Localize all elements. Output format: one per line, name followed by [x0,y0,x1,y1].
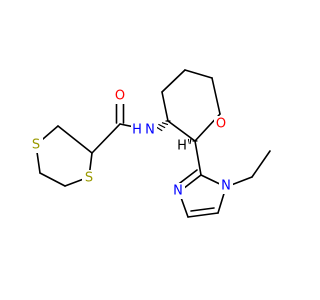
atom-n-imidazole-ring: N [171,183,185,199]
bond-ethyl-ch2-ch3 [251,150,271,178]
atom-n-amide-label: N [145,123,155,138]
bond-lines [35,69,271,218]
bond-thp-c5-c6 [184,69,213,79]
atom-h-stereo-label: H [177,139,187,154]
atom-s-bottom: S [82,170,96,186]
bond-im-c4-c5-a [187,212,219,218]
bond-thp-c6-o1 [211,77,221,115]
atom-n-imidazole-ethyl: N [219,178,233,194]
atom-o-ring: O [214,116,228,132]
molecule-structure: S S O H N O H N N [29,69,271,218]
atom-s-top-label: S [32,138,40,153]
atom-labels: S S O H N O H N N [29,88,233,199]
atom-h-amide-label: H [132,123,142,138]
atom-o-ring-label: O [216,117,226,132]
bond-thp-c2-c3 [167,120,196,142]
bond-c2-imidazole [194,140,202,176]
hashed-wedge-c3-n [154,120,171,132]
atom-n-imidazole-ethyl-label: N [221,179,231,194]
atom-n-imidazole-ring-label: N [173,184,183,199]
bond-dithiane-c6-c5 [39,172,66,187]
bond-im-c4-c5-b [190,207,215,212]
atom-s-top: S [29,137,43,153]
bond-thp-c4-c5 [161,69,186,93]
bond-thp-c3-c4 [161,91,169,122]
atom-nh-amide: H N [131,122,157,138]
atom-o-carbonyl: O [113,88,127,104]
atom-s-bottom-label: S [85,171,93,186]
molecule-canvas: S S O H N O H N N [29,69,271,218]
bond-dithiane-c3-c2 [57,125,93,154]
bond-c2-carbonyl [91,123,121,154]
atom-h-stereo: H [176,139,188,154]
atom-o-carbonyl-label: O [115,89,125,104]
